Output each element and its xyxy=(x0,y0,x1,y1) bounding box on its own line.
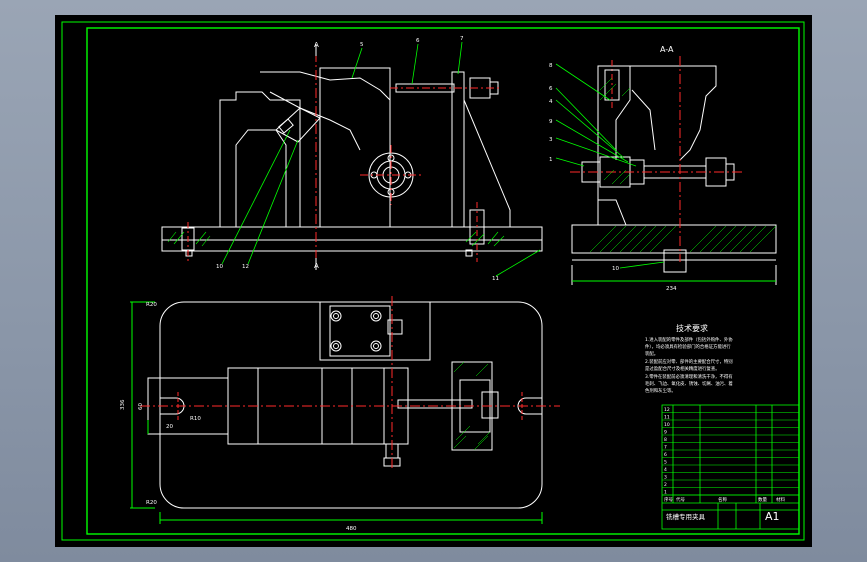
tech-notes: 技术要求 1.进入装配的零件及部件（包括外购件、外协 件），均必须具有检验部门的… xyxy=(645,323,733,394)
tech-note-line: 装配。 xyxy=(645,350,658,357)
sheet-size: A1 xyxy=(765,510,780,523)
tech-note-line: 3.零件在装配前必须清理和清洗干净，不得有 xyxy=(645,373,733,380)
title-block-row-number: 12 xyxy=(664,407,670,413)
title-block-row-number: 10 xyxy=(664,422,670,428)
tech-note-line: 是过盈配合尺寸及相关精度进行复查。 xyxy=(645,365,720,372)
balloon: 6 xyxy=(549,86,553,92)
title-block-header: 名称 xyxy=(718,496,727,503)
title-block-row-number: 8 xyxy=(664,437,667,443)
dimension-text: 336 xyxy=(120,399,126,410)
title-block-row-number: 7 xyxy=(664,445,667,451)
dimension-text: R20 xyxy=(146,500,157,506)
section-marker: A xyxy=(314,41,319,49)
plan-view-hatch xyxy=(453,361,491,451)
title-block-row-number: 11 xyxy=(664,415,670,421)
balloon: 11 xyxy=(492,276,499,282)
title-block-row-number: 6 xyxy=(664,452,667,458)
balloon: 5 xyxy=(360,42,364,48)
title-block-header: 序号 xyxy=(664,496,673,503)
tech-note-line: 件），均必须具有检验部门的合格证方能进行 xyxy=(645,343,731,350)
dimension-text: 20 xyxy=(166,424,173,430)
dimension-text: 234 xyxy=(666,286,677,292)
balloon: 8 xyxy=(549,63,553,69)
labels: A-A A A 5 6 7 10 11 12 8 6 4 9 3 1 10 23… xyxy=(120,36,677,532)
balloon: 10 xyxy=(612,266,619,272)
front-view-hatch xyxy=(167,231,505,247)
dimension-text: 480 xyxy=(346,526,357,532)
title-block-row-number: 1 xyxy=(664,490,667,496)
title-block-row-number: 3 xyxy=(664,475,667,481)
title-block-header: 代号 xyxy=(676,496,685,503)
balloon: 9 xyxy=(549,119,553,125)
side-view-hatch xyxy=(589,77,777,253)
title-block-row-number: 9 xyxy=(664,430,667,436)
balloon: 7 xyxy=(460,36,464,42)
tech-note-line: 2.装配前应对零、部件的主要配合尺寸，特别 xyxy=(645,358,733,365)
section-marker: A xyxy=(314,262,319,270)
tech-note-line: 1.进入装配的零件及部件（包括外购件、外协 xyxy=(645,336,733,343)
balloon: 12 xyxy=(242,264,249,270)
title-block-row-number: 5 xyxy=(664,460,667,466)
tech-notes-title: 技术要求 xyxy=(676,323,708,333)
title-block-row-number: 4 xyxy=(664,467,667,473)
balloon: 6 xyxy=(416,38,420,44)
front-view xyxy=(161,52,543,270)
title-block-rows: 12 1110 98 76 54 32 1序号代号 名称 数量 材料 xyxy=(662,407,799,503)
front-view-leaders xyxy=(221,41,541,277)
section-title: A-A xyxy=(660,45,674,54)
dimension-text: R20 xyxy=(146,302,157,308)
outer-border xyxy=(61,21,805,541)
side-view-leaders xyxy=(555,63,665,269)
inner-frame xyxy=(86,27,800,535)
tech-note-line: 色剂和灰尘等。 xyxy=(645,387,676,394)
balloon: 4 xyxy=(549,99,553,105)
balloon: 1 xyxy=(549,157,553,163)
title-block-header: 数量 xyxy=(758,496,767,503)
title-block-header: 材料 xyxy=(776,496,785,503)
dimension-text: 60 xyxy=(138,403,144,410)
title-block-row-number: 2 xyxy=(664,482,667,488)
plan-view xyxy=(130,296,560,524)
drawing-title: 铣槽专用夹具 xyxy=(666,512,706,521)
balloon: 3 xyxy=(549,137,553,143)
dimension-text: R10 xyxy=(190,416,201,422)
tech-note-line: 毛刺、飞边、氧化皮、锈蚀、切屑、油污、着 xyxy=(645,380,733,387)
side-view xyxy=(570,56,777,285)
balloon: 10 xyxy=(216,264,223,270)
